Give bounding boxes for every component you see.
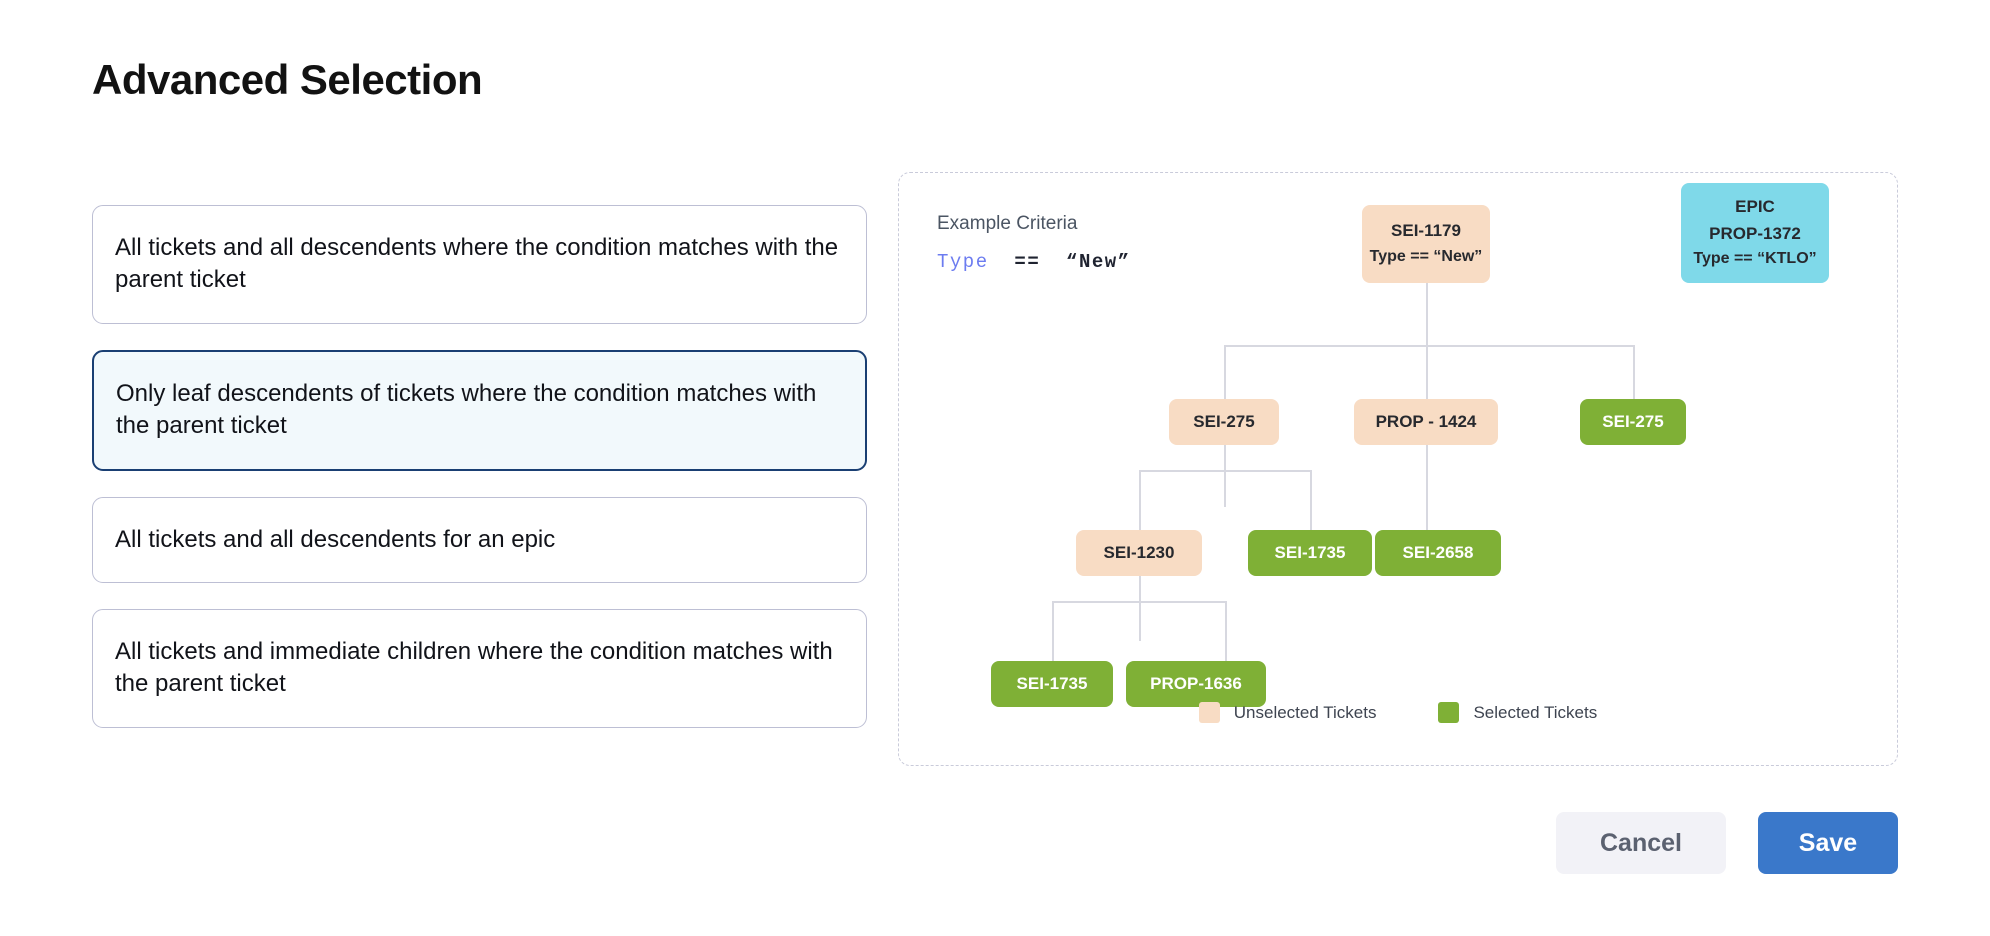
option-card-all-descendents[interactable]: All tickets and all descendents where th… <box>92 205 867 324</box>
tree-node-sei-1179[interactable]: SEI-1179 Type == “New” <box>1362 205 1490 283</box>
node-condition: Type == “KTLO” <box>1693 249 1817 267</box>
tree-edge-to-prop1636 <box>1225 601 1227 661</box>
ticket-tree: SEI-1179 Type == “New” EPIC PROP-1372 Ty… <box>899 173 1897 765</box>
diagram-legend: Unselected Tickets Selected Tickets <box>899 702 1897 723</box>
option-label: All tickets and all descendents where th… <box>115 234 839 294</box>
option-card-leaf-descendents[interactable]: Only leaf descendents of tickets where t… <box>92 349 867 471</box>
option-label: All tickets and all descendents for an e… <box>115 525 556 553</box>
tree-edge-to-sei275b <box>1633 345 1635 399</box>
tree-edge-sei275-stem <box>1224 445 1226 507</box>
example-diagram-panel: Example Criteria Type == “New” SEI <box>898 172 1898 766</box>
criteria-expression: Type == “New” <box>937 251 1131 273</box>
save-button[interactable]: Save <box>1758 812 1898 874</box>
tree-edge-to-sei275a <box>1224 345 1226 399</box>
dialog-footer: Cancel Save <box>1556 812 1898 874</box>
tree-edge-to-prop1424 <box>1426 345 1428 399</box>
selection-options-list: All tickets and all descendents where th… <box>92 205 867 754</box>
legend-item-selected: Selected Tickets <box>1438 702 1597 723</box>
tree-edge-level2-bus <box>1139 470 1311 472</box>
tree-edge-to-sei1230 <box>1139 470 1141 530</box>
tree-node-sei-1735-b[interactable]: SEI-1735 <box>991 661 1113 707</box>
legend-label: Selected Tickets <box>1473 702 1598 722</box>
tree-node-sei-275-b[interactable]: SEI-275 <box>1580 399 1686 445</box>
tree-edge-to-sei1735a <box>1310 470 1312 530</box>
node-kind: EPIC <box>1735 197 1775 217</box>
node-id: SEI-2658 <box>1402 542 1474 562</box>
tree-node-prop-1636[interactable]: PROP-1636 <box>1126 661 1266 707</box>
node-id: SEI-1179 <box>1391 221 1461 241</box>
tree-edge-sei1230-stem <box>1139 576 1141 641</box>
node-id: SEI-1735 <box>1016 673 1088 693</box>
node-condition: Type == “New” <box>1369 247 1483 265</box>
tree-edge-root-stem <box>1426 283 1428 345</box>
tree-node-sei-1230[interactable]: SEI-1230 <box>1076 530 1202 576</box>
node-id: SEI-275 <box>1602 411 1664 431</box>
page-title: Advanced Selection <box>92 56 483 103</box>
legend-swatch-unselected-icon <box>1198 702 1220 723</box>
tree-edge-level3-bus <box>1052 601 1226 603</box>
criteria-value: “New” <box>1066 251 1131 273</box>
tree-node-sei-2658[interactable]: SEI-2658 <box>1375 530 1501 576</box>
tree-edge-prop1424-to-sei2658 <box>1426 445 1428 530</box>
tree-edge-level1-bus <box>1224 345 1634 347</box>
legend-item-unselected: Unselected Tickets <box>1198 702 1377 723</box>
tree-edge-to-sei1735b <box>1052 601 1054 661</box>
tree-node-prop-1424[interactable]: PROP - 1424 <box>1354 399 1498 445</box>
node-id: SEI-1230 <box>1103 542 1175 562</box>
legend-swatch-selected-icon <box>1438 702 1460 723</box>
tree-node-sei-1735-a[interactable]: SEI-1735 <box>1248 530 1372 576</box>
cancel-button[interactable]: Cancel <box>1556 812 1726 874</box>
criteria-label: Example Criteria <box>937 213 1078 234</box>
option-card-immediate-children[interactable]: All tickets and immediate children where… <box>92 608 867 728</box>
option-card-epic-descendents[interactable]: All tickets and all descendents for an e… <box>92 496 867 583</box>
node-id: SEI-275 <box>1193 411 1255 431</box>
node-id: SEI-1735 <box>1274 542 1346 562</box>
tree-node-epic-prop-1372[interactable]: EPIC PROP-1372 Type == “KTLO” <box>1681 183 1829 283</box>
legend-label: Unselected Tickets <box>1233 702 1377 722</box>
node-id: PROP - 1424 <box>1375 411 1477 431</box>
node-id: PROP-1636 <box>1150 673 1242 693</box>
node-id: PROP-1372 <box>1709 223 1801 243</box>
option-label: All tickets and immediate children where… <box>115 637 833 698</box>
option-label: Only leaf descendents of tickets where t… <box>116 379 817 440</box>
criteria-field: Type <box>937 251 989 273</box>
criteria-operator: == <box>1014 251 1041 273</box>
tree-node-sei-275-a[interactable]: SEI-275 <box>1169 399 1279 445</box>
